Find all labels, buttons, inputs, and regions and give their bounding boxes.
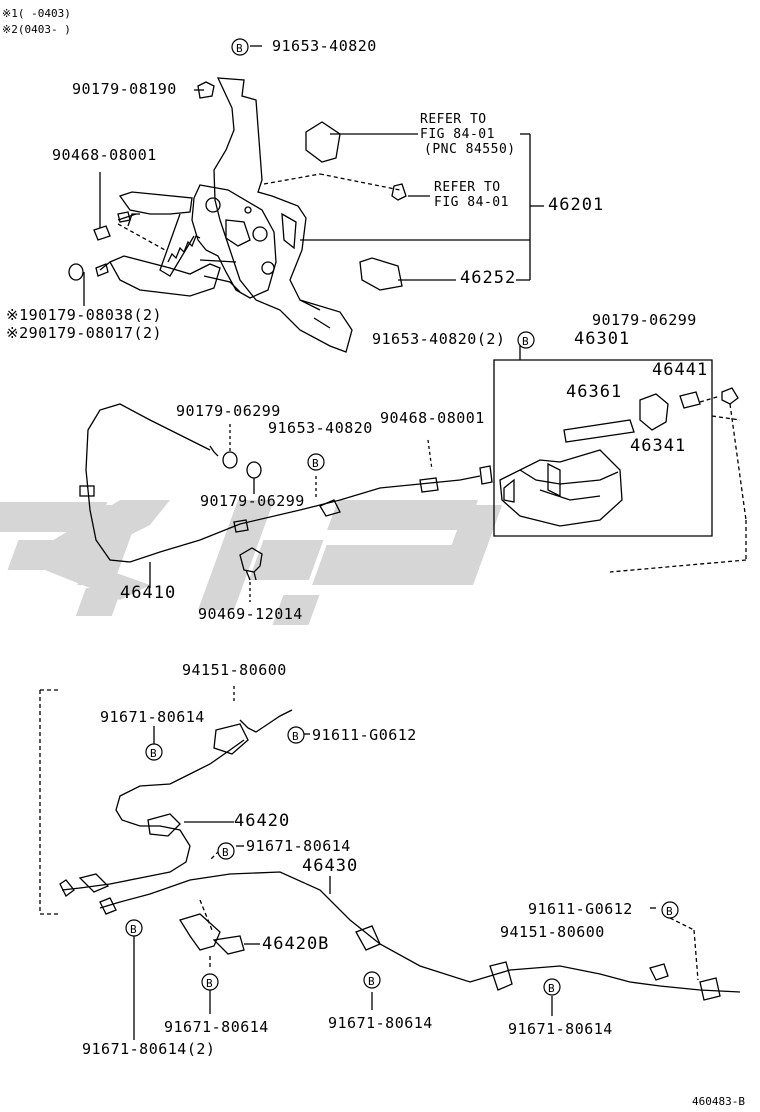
part-label: 46361 <box>566 382 623 402</box>
header-note-2: ※2(0403- ) <box>2 23 71 36</box>
refer-note: FIG 84-01 <box>420 127 495 142</box>
bolt-marker: B <box>522 335 529 348</box>
lower-leaders <box>133 686 656 1040</box>
cable-46410 <box>79 403 493 563</box>
part-label: 90179-06299 <box>592 311 697 329</box>
part-label: 46201 <box>548 195 605 215</box>
part-label: 91671-80614 <box>328 1014 433 1032</box>
part-label: 90468-08001 <box>52 146 157 164</box>
lever-bracket <box>109 77 353 353</box>
part-label: 46252 <box>460 268 517 288</box>
bracket-46301-box <box>493 342 739 537</box>
part-label: 91611-G0612 <box>312 726 417 744</box>
part-label: 90179-06299 <box>200 492 305 510</box>
lever-fasteners <box>68 81 215 281</box>
part-label: 91671-80614 <box>100 708 205 726</box>
part-label: 91671-80614(2) <box>82 1040 216 1058</box>
bolt-marker: B <box>130 923 137 936</box>
part-label: 91653-40820 <box>272 37 377 55</box>
bolt-marker: B <box>222 846 229 859</box>
part-label: 90179-08190 <box>72 80 177 98</box>
part-label: 46430 <box>302 856 359 876</box>
part-label: 91671-80614 <box>508 1020 613 1038</box>
bolt-marker: B <box>368 975 375 988</box>
bolt-marker: B <box>548 982 555 995</box>
top-dashed <box>117 173 401 251</box>
figure-id: 460483-B <box>692 1095 745 1108</box>
cable-46420 <box>59 709 293 897</box>
refer-note: REFER TO <box>434 180 501 195</box>
part-label: 46441 <box>652 360 709 380</box>
mid-leaders <box>149 424 433 588</box>
refer-note: (PNC 84550) <box>424 142 516 157</box>
bolt-marker: B <box>292 730 299 743</box>
part-label: 91653-40820 <box>268 419 373 437</box>
part-label: 94151-80600 <box>500 923 605 941</box>
part-label: 90179-06299 <box>176 402 281 420</box>
header-note-1: ※1( -0403) <box>2 7 71 20</box>
part-label: 90469-12014 <box>198 605 303 623</box>
cable-46430 <box>99 871 741 1001</box>
part-label: 91671-80614 <box>246 837 351 855</box>
part-label: 91671-80614 <box>164 1018 269 1036</box>
lower-dashed <box>39 689 699 981</box>
bolt-marker: B <box>150 747 157 760</box>
bracket-46301-dashed <box>609 395 747 573</box>
part-label: ※290179-08017(2) <box>6 324 163 342</box>
lever-spring <box>167 235 201 263</box>
part-label: 46420B <box>262 934 330 954</box>
top-leaders <box>83 45 544 306</box>
bolt-marker: B <box>236 42 243 55</box>
part-label: 90468-08001 <box>380 409 485 427</box>
refer-parts <box>305 121 407 291</box>
part-label: 46341 <box>630 436 687 456</box>
bolt-marker: B <box>666 905 673 918</box>
refer-note: REFER TO <box>420 112 487 127</box>
bolt-marker: B <box>206 977 213 990</box>
part-label: 91653-40820(2) <box>372 330 506 348</box>
part-label: ※190179-08038(2) <box>6 306 163 324</box>
part-label: 91611-G0612 <box>528 900 633 918</box>
part-label: 94151-80600 <box>182 661 287 679</box>
bolt-markers <box>125 38 679 996</box>
part-label: 46301 <box>574 329 631 349</box>
clip-90469 <box>239 547 263 602</box>
bolt-marker: B <box>312 457 319 470</box>
part-label: 46420 <box>234 811 291 831</box>
refer-note: FIG 84-01 <box>434 195 509 210</box>
watermark-logo <box>0 500 503 625</box>
part-label: 46410 <box>120 583 177 603</box>
